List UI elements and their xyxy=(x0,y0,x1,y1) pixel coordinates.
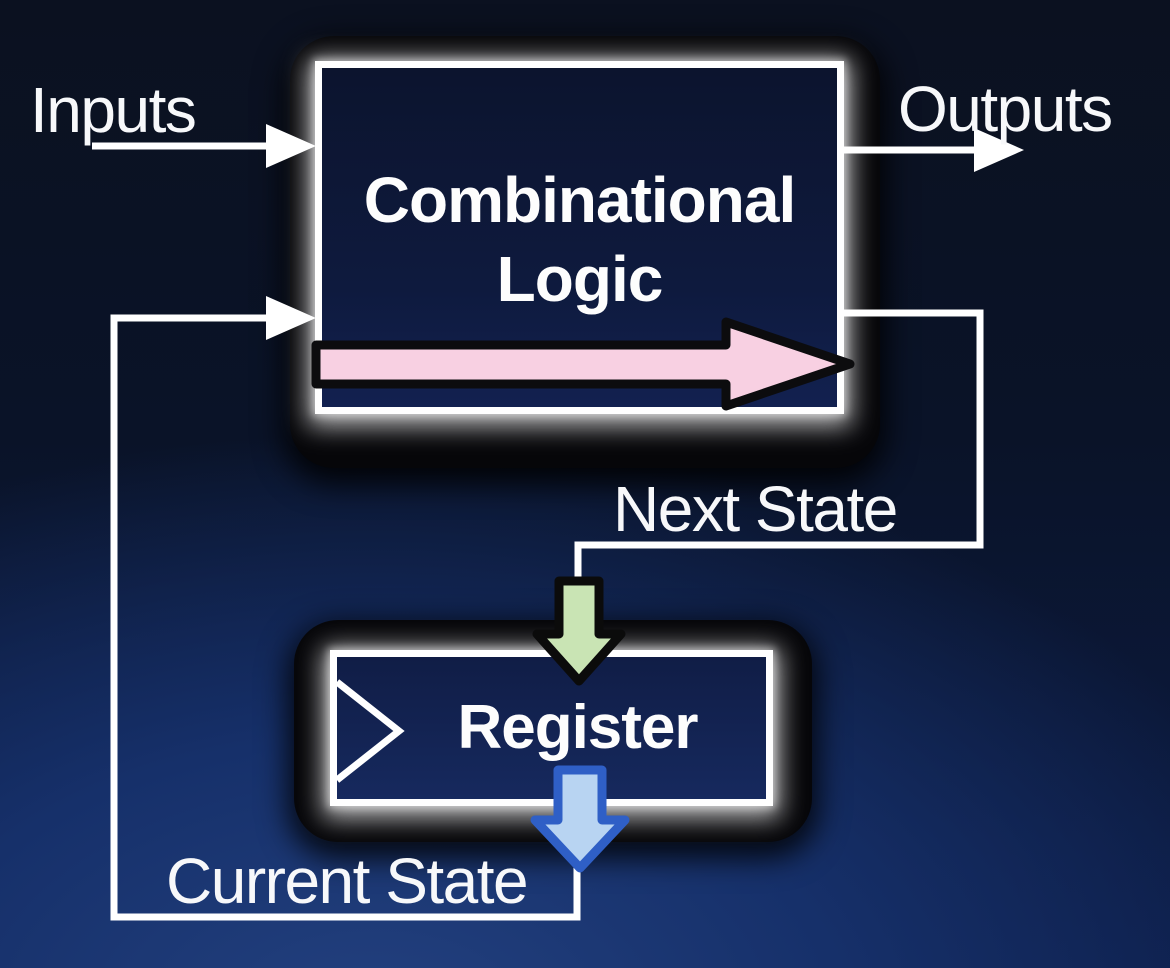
combinational-title-line1: Combinational xyxy=(363,164,796,236)
pink-flow-arrow-icon xyxy=(311,317,855,411)
current-state-arrowhead-icon xyxy=(266,296,316,340)
combinational-title-line2: Logic xyxy=(496,243,664,315)
outputs-label: Outputs xyxy=(898,73,1113,145)
inputs-arrowhead-icon xyxy=(266,124,316,168)
clock-edge-triangle-icon xyxy=(334,679,405,783)
outputs-arrowhead-icon xyxy=(974,128,1024,172)
inputs-label: Inputs xyxy=(30,74,197,146)
next-state-label: Next State xyxy=(613,473,898,545)
current-state-label: Current State xyxy=(166,845,529,917)
register-title: Register xyxy=(457,693,698,762)
current-state-down-arrow-icon xyxy=(530,765,630,873)
combinational-logic-title: Combinational Logic xyxy=(315,161,844,319)
next-state-down-arrow-icon xyxy=(532,576,626,686)
next-state-line xyxy=(574,309,984,585)
current-state-feedback-line xyxy=(110,314,581,921)
